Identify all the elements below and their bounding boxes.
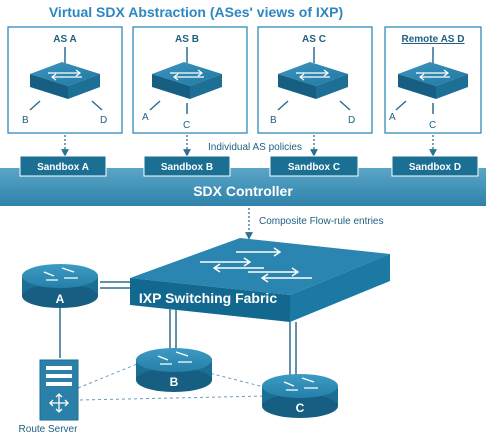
router-a-fabric-link xyxy=(100,281,130,289)
port-label: D xyxy=(348,115,355,126)
diagram-title: Virtual SDX Abstraction (ASes' views of … xyxy=(49,4,343,20)
as-view-panel-c: AS C B D xyxy=(257,26,373,134)
as-view-label: AS B xyxy=(175,34,199,45)
policies-label: Individual AS policies xyxy=(208,142,302,153)
port-label: B xyxy=(270,115,277,126)
virtual-switch-icon xyxy=(30,62,100,99)
router-label: C xyxy=(296,401,305,415)
route-server-links xyxy=(77,361,269,401)
port-label: B xyxy=(22,115,29,126)
router-c: C xyxy=(262,374,338,418)
router-a: A xyxy=(22,264,98,308)
fabric-label: IXP Switching Fabric xyxy=(139,290,277,306)
port-label: D xyxy=(100,115,107,126)
as-view-label: AS A xyxy=(53,34,77,45)
virtual-switch-icon xyxy=(152,62,222,99)
as-view-label: AS C xyxy=(302,34,326,45)
route-server: Route Server xyxy=(19,359,79,435)
sandbox-b: Sandbox B xyxy=(143,155,231,177)
sandbox-c: Sandbox C xyxy=(269,155,359,177)
router-b: B xyxy=(136,348,212,392)
port-label: A xyxy=(142,112,149,123)
sandbox-d: Sandbox D xyxy=(391,155,479,177)
router-label: B xyxy=(170,375,179,389)
sandbox-a: Sandbox A xyxy=(19,155,107,177)
as-view-panel-a: AS A B D xyxy=(7,26,123,134)
port-label: C xyxy=(429,120,436,131)
as-view-panel-d: Remote AS D A C xyxy=(384,26,482,134)
port-label: C xyxy=(183,120,190,131)
sandbox-label: Sandbox B xyxy=(161,162,213,173)
policy-arrows xyxy=(61,135,437,157)
port-label: A xyxy=(389,112,396,123)
as-view-panel-b: AS B A C xyxy=(132,26,248,134)
sandbox-label: Sandbox D xyxy=(409,162,461,173)
route-server-label: Route Server xyxy=(19,424,79,435)
virtual-switch-icon xyxy=(278,62,348,99)
virtual-switch-icon xyxy=(398,62,468,99)
fabric-router-links xyxy=(169,308,297,378)
as-view-label: Remote AS D xyxy=(402,34,465,45)
sandbox-label: Sandbox A xyxy=(37,162,89,173)
flow-rule-label: Composite Flow-rule entries xyxy=(259,216,384,227)
controller-label: SDX Controller xyxy=(193,183,293,199)
sandbox-label: Sandbox C xyxy=(288,162,340,173)
router-label: A xyxy=(56,292,65,306)
ixp-switching-fabric: IXP Switching Fabric xyxy=(130,238,390,322)
